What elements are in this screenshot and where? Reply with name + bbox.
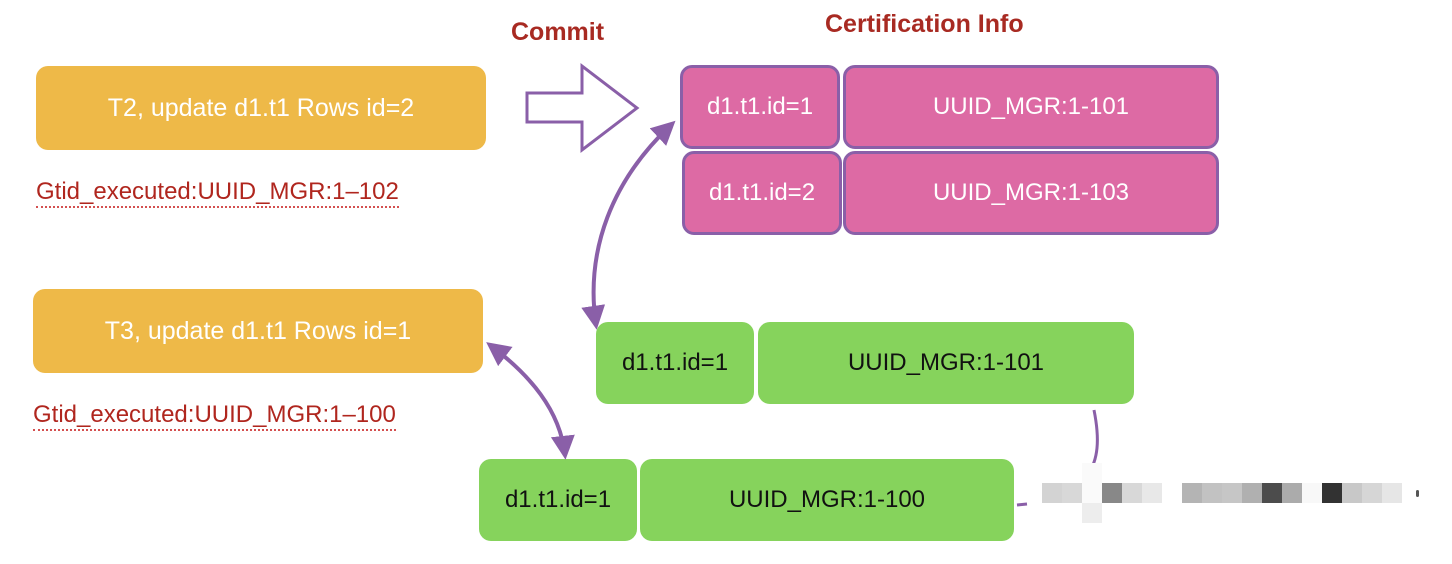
cert-row-2-key-text: d1.t1.id=2 (708, 179, 816, 206)
writeset-row-2-value-text: UUID_MGR:1-100 (728, 486, 926, 513)
writeset-row-2-key-text: d1.t1.id=1 (504, 486, 612, 513)
certification-info-title: Certification Info (825, 10, 1024, 38)
gtid-executed-t2: Gtid_executed:UUID_MGR:1–102 (36, 178, 399, 208)
transaction-t3-label: T3, update d1.t1 Rows id=1 (104, 316, 412, 345)
transaction-t2-label: T2, update d1.t1 Rows id=2 (107, 93, 415, 122)
transaction-t3-box: T3, update d1.t1 Rows id=1 (33, 289, 483, 373)
cert-row-1-value: UUID_MGR:1-101 (843, 65, 1219, 149)
t3-to-writeset-arrow (486, 342, 575, 460)
cert-to-writeset-arrow (581, 120, 676, 330)
writeset-row-1-key: d1.t1.id=1 (596, 322, 754, 404)
writeset-row-1-key-text: d1.t1.id=1 (621, 349, 729, 376)
writeset-row-1-value: UUID_MGR:1-101 (758, 322, 1134, 404)
cert-row-1-value-text: UUID_MGR:1-101 (932, 93, 1130, 120)
cert-row-1-key-text: d1.t1.id=1 (706, 93, 814, 120)
cert-row-2-key: d1.t1.id=2 (682, 151, 842, 235)
cert-row-2-value-text: UUID_MGR:1-103 (932, 179, 1130, 206)
commit-arrow-icon (525, 62, 640, 154)
commit-label: Commit (511, 18, 605, 46)
writeset-row-2-value: UUID_MGR:1-100 (640, 459, 1014, 541)
cert-row-2-value: UUID_MGR:1-103 (843, 151, 1219, 235)
writeset-connector-dash (1016, 502, 1028, 507)
writeset-row-1-value-text: UUID_MGR:1-101 (847, 349, 1045, 376)
gtid-executed-t3: Gtid_executed:UUID_MGR:1–100 (33, 401, 396, 431)
cert-row-1-key: d1.t1.id=1 (680, 65, 840, 149)
writeset-row-2-key: d1.t1.id=1 (479, 459, 637, 541)
transaction-t2-box: T2, update d1.t1 Rows id=2 (36, 66, 486, 150)
